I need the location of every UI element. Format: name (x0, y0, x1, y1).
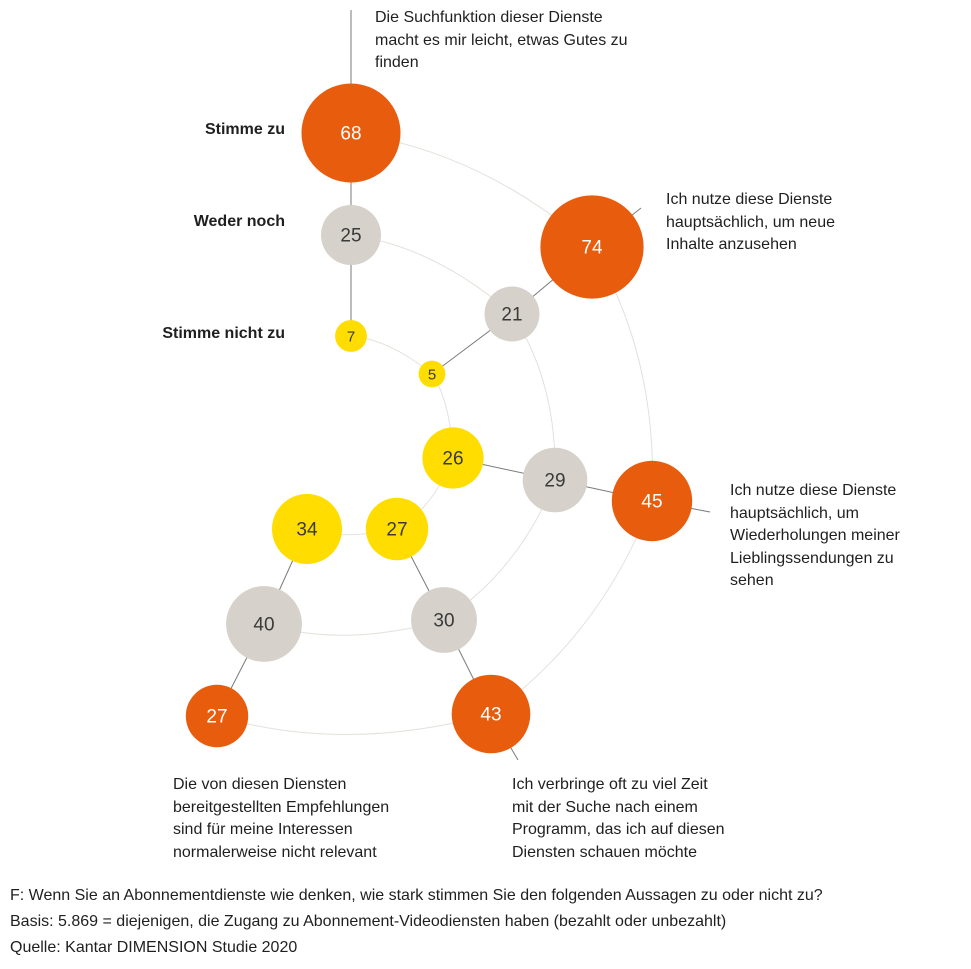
bubble-value-label: 26 (442, 449, 463, 470)
bubble-value-label: 7 (347, 329, 355, 346)
legend-agree-label: Stimme zu (204, 121, 285, 138)
bubble-chart: 68 25 7 74 21 5 45 29 26 43 30 27 27 40 34 (185, 10, 711, 761)
bubble-value-label: 21 (501, 305, 522, 326)
bubble-value-label: 45 (641, 492, 662, 513)
footer-source: Quelle: Kantar DIMENSION Studie 2020 (10, 939, 298, 956)
bubble-agree (185, 684, 249, 748)
bubble-agree (301, 83, 401, 183)
bubble-value-label: 30 (433, 611, 454, 632)
bubble-value-label: 74 (581, 238, 603, 259)
bubble-value-label: 27 (386, 520, 407, 541)
bubble-agree (611, 460, 693, 542)
bubble-neutral (226, 586, 302, 662)
bubble-value-label: 43 (480, 705, 501, 726)
bubble-value-label: 34 (296, 520, 318, 541)
bubble-disagree (272, 494, 342, 564)
bubble-value-label: 25 (340, 226, 361, 247)
bubble-disagree (335, 320, 367, 352)
footer-basis: Basis: 5.869 = diejenigen, die Zugang zu… (10, 913, 727, 930)
bubble-value-label: 5 (428, 367, 436, 384)
bubble-disagree (365, 497, 429, 561)
bubble-agree (451, 674, 531, 754)
bubble-disagree (422, 427, 484, 489)
statement-5-text: Die von diesen Diensten bereitgestellten… (173, 776, 390, 861)
statement-4-text: Ich verbringe oft zu viel Zeit mit der S… (512, 776, 725, 861)
bubble-value-label: 27 (206, 707, 227, 728)
bubble-disagree (418, 360, 446, 388)
bubble-neutral (484, 286, 540, 342)
statement-1-text: Die Suchfunktion dieser Dienste macht es… (375, 9, 628, 71)
bubble-neutral (411, 587, 477, 653)
footer-question: F: Wenn Sie an Abonnementdienste wie den… (10, 887, 823, 904)
bubble-value-label: 40 (253, 615, 274, 636)
bubble-neutral (522, 447, 588, 513)
bubble-agree (540, 195, 644, 299)
bubble-neutral (321, 205, 381, 265)
legend-neutral-label: Weder noch (193, 213, 285, 230)
bubble-value-label: 68 (340, 124, 361, 145)
statement-2-text: Ich nutze diese Dienste hauptsächlich, u… (666, 191, 835, 253)
legend-disagree-label: Stimme nicht zu (162, 325, 285, 342)
bubble-value-label: 29 (544, 471, 565, 492)
statement-3-text: Ich nutze diese Dienste hauptsächlich, u… (730, 482, 900, 589)
